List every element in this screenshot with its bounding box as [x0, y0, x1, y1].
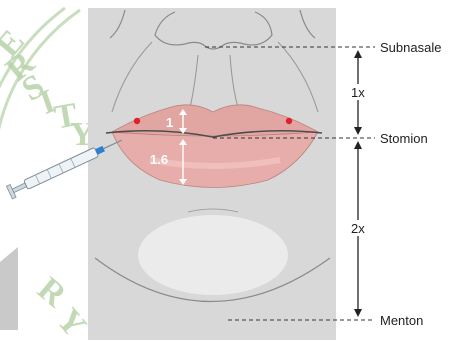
- watermark-letter: R: [30, 270, 73, 314]
- landmark-subnasale-label: Subnasale: [380, 40, 441, 55]
- proportion-upper-label: 1x: [351, 85, 365, 100]
- injection-point-left: [134, 118, 140, 124]
- landmark-menton-label: Menton: [380, 313, 423, 328]
- landmark-stomion-label: Stomion: [380, 131, 428, 146]
- chin-highlight: [138, 215, 288, 295]
- proportion-lower-label: 2x: [351, 221, 365, 236]
- watermark-shape: [0, 247, 18, 330]
- lower-lip-ratio-label: 1.6: [150, 152, 168, 167]
- watermark-letter: Y: [49, 302, 93, 345]
- injection-point-right: [286, 118, 292, 124]
- upper-lip-ratio-label: 1: [166, 115, 173, 130]
